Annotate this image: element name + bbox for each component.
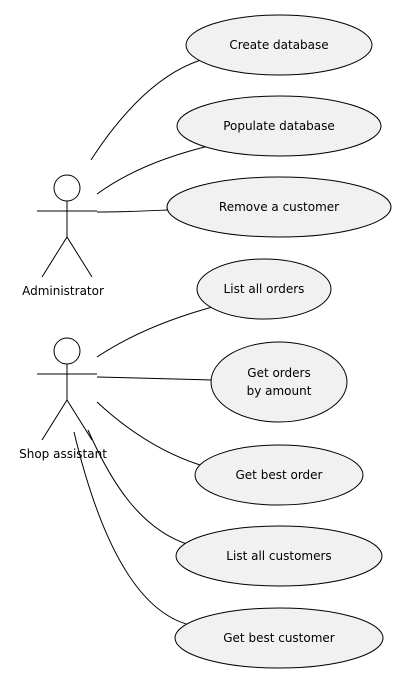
use-case-ellipse <box>196 258 332 320</box>
use-case-label: List all customers <box>226 549 331 563</box>
use-case-ellipse <box>210 341 348 423</box>
actor-shop[interactable]: Shop assistant <box>19 337 107 461</box>
use-case-list-orders[interactable]: List all orders <box>196 258 332 320</box>
use-case-ellipse <box>194 444 364 506</box>
use-case-create-db[interactable]: Create database <box>185 14 373 76</box>
associations <box>73 57 221 626</box>
use-case-ellipse <box>174 607 384 669</box>
use-case-label: by amount <box>247 384 312 398</box>
use-case-label: Remove a customer <box>219 200 339 214</box>
use-case-list-customers[interactable]: List all customers <box>175 525 383 587</box>
use-case-label: Get best order <box>236 468 323 482</box>
association-shop-list_orders <box>96 304 221 358</box>
actor-admin[interactable]: Administrator <box>22 174 104 298</box>
use-case-orders-by-amount[interactable]: Get orders by amount <box>210 341 348 423</box>
use-case-best-order[interactable]: Get best order <box>194 444 364 506</box>
association-admin-populate_db <box>96 144 214 195</box>
actor-label: Shop assistant <box>19 447 107 461</box>
stick-figure-icon <box>37 337 97 441</box>
actor-label: Administrator <box>22 284 104 298</box>
use-case-label: List all orders <box>224 282 305 296</box>
association-shop-best_order <box>96 401 201 466</box>
association-admin-create_db <box>90 57 209 161</box>
use-case-ellipse <box>176 95 382 157</box>
use-case-ellipse <box>185 14 373 76</box>
use-case-populate-db[interactable]: Populate database <box>176 95 382 157</box>
use-case-ellipse <box>166 176 392 238</box>
use-case-label: Create database <box>229 38 328 52</box>
association-admin-remove_customer <box>96 209 168 213</box>
association-shop-list_customers <box>87 429 191 546</box>
use-case-label: Populate database <box>223 119 335 133</box>
stick-figure-icon <box>37 174 97 278</box>
use-case-remove-customer[interactable]: Remove a customer <box>166 176 392 238</box>
use-case-label: Get best customer <box>223 631 335 645</box>
use-case-best-customer[interactable]: Get best customer <box>174 607 384 669</box>
association-shop-best_customer <box>73 431 191 626</box>
use-case-ellipse <box>175 525 383 587</box>
use-case-label: Get orders <box>247 366 310 380</box>
association-shop-orders_by_amount <box>96 376 212 381</box>
